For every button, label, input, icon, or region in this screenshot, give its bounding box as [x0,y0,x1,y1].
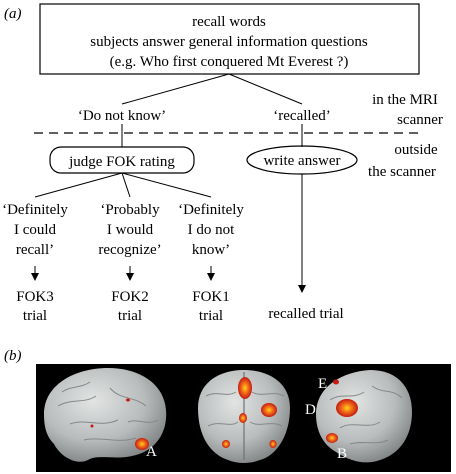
write-answer-label: write answer [263,153,340,169]
judge-fok-label: judge FOK rating [68,154,175,170]
activation-e [333,379,339,385]
result-fok3: FOK3 [16,289,54,305]
outside-label-1: outside [394,142,438,158]
activation-a [135,438,149,450]
connector-box-left [121,73,230,105]
result-fok1: FOK1 [192,289,230,305]
option-1-line-2: I could [14,222,57,238]
option-3-line-1: ‘Definitely [178,202,244,218]
outside-label-2: the scanner [368,164,436,180]
box-line-3: (e.g. Who first conquered Mt Everest ?) [110,54,349,70]
activation-frontal-right [261,403,277,417]
brain-left-lateral [44,368,167,462]
marker-d: D [305,402,316,418]
box-line-2: subjects answer general information ques… [90,34,368,50]
activation-frontal-right-low [269,440,277,448]
activation-frontal-left-low [222,440,230,448]
option-2-line-1: ‘Probably [100,202,160,218]
result-recalled-trial: recalled trial [268,306,343,322]
marker-a: A [146,444,157,460]
option-2-line-2: I would [107,222,154,238]
activation-frontal-mid [239,413,247,423]
in-scanner-label-1: in the MRI [372,92,438,108]
connector-judge-fok2 [121,172,131,198]
flow-diagram: (a) recall words subjects answer general… [2,3,443,324]
activation-speck [126,398,130,402]
branch-do-not-know: ‘Do not know’ [78,108,166,124]
connector-judge-fok1 [121,172,212,198]
panel-b-label: (b) [4,348,22,364]
branch-recalled: ‘recalled’ [273,108,330,124]
option-1-line-3: recall’ [16,242,54,258]
box-line-1: recall words [192,14,266,30]
brain-activation-panel: (b) A B C D E [4,348,451,472]
option-2-line-3: recognize’ [98,242,161,258]
activation-speck [90,424,94,428]
connector-box-right [228,73,303,105]
in-scanner-label-2: scanner [397,112,443,128]
result-fok2: FOK2 [111,289,149,305]
activation-d [336,399,358,417]
marker-e: E [318,376,327,392]
marker-c: C [240,352,250,368]
result-fok1-trial: trial [199,308,223,324]
result-fok2-trial: trial [118,308,142,324]
option-1-line-1: ‘Definitely [2,202,68,218]
panel-a-label: (a) [4,6,22,22]
option-3-line-3: know’ [192,242,230,258]
result-fok3-trial: trial [23,308,47,324]
brain-right-lateral [316,370,412,463]
connector-judge-fok3 [34,172,123,198]
activation-c [238,377,252,399]
option-3-line-2: I do not [188,222,235,238]
marker-b: B [337,446,347,462]
activation-b [326,433,338,443]
